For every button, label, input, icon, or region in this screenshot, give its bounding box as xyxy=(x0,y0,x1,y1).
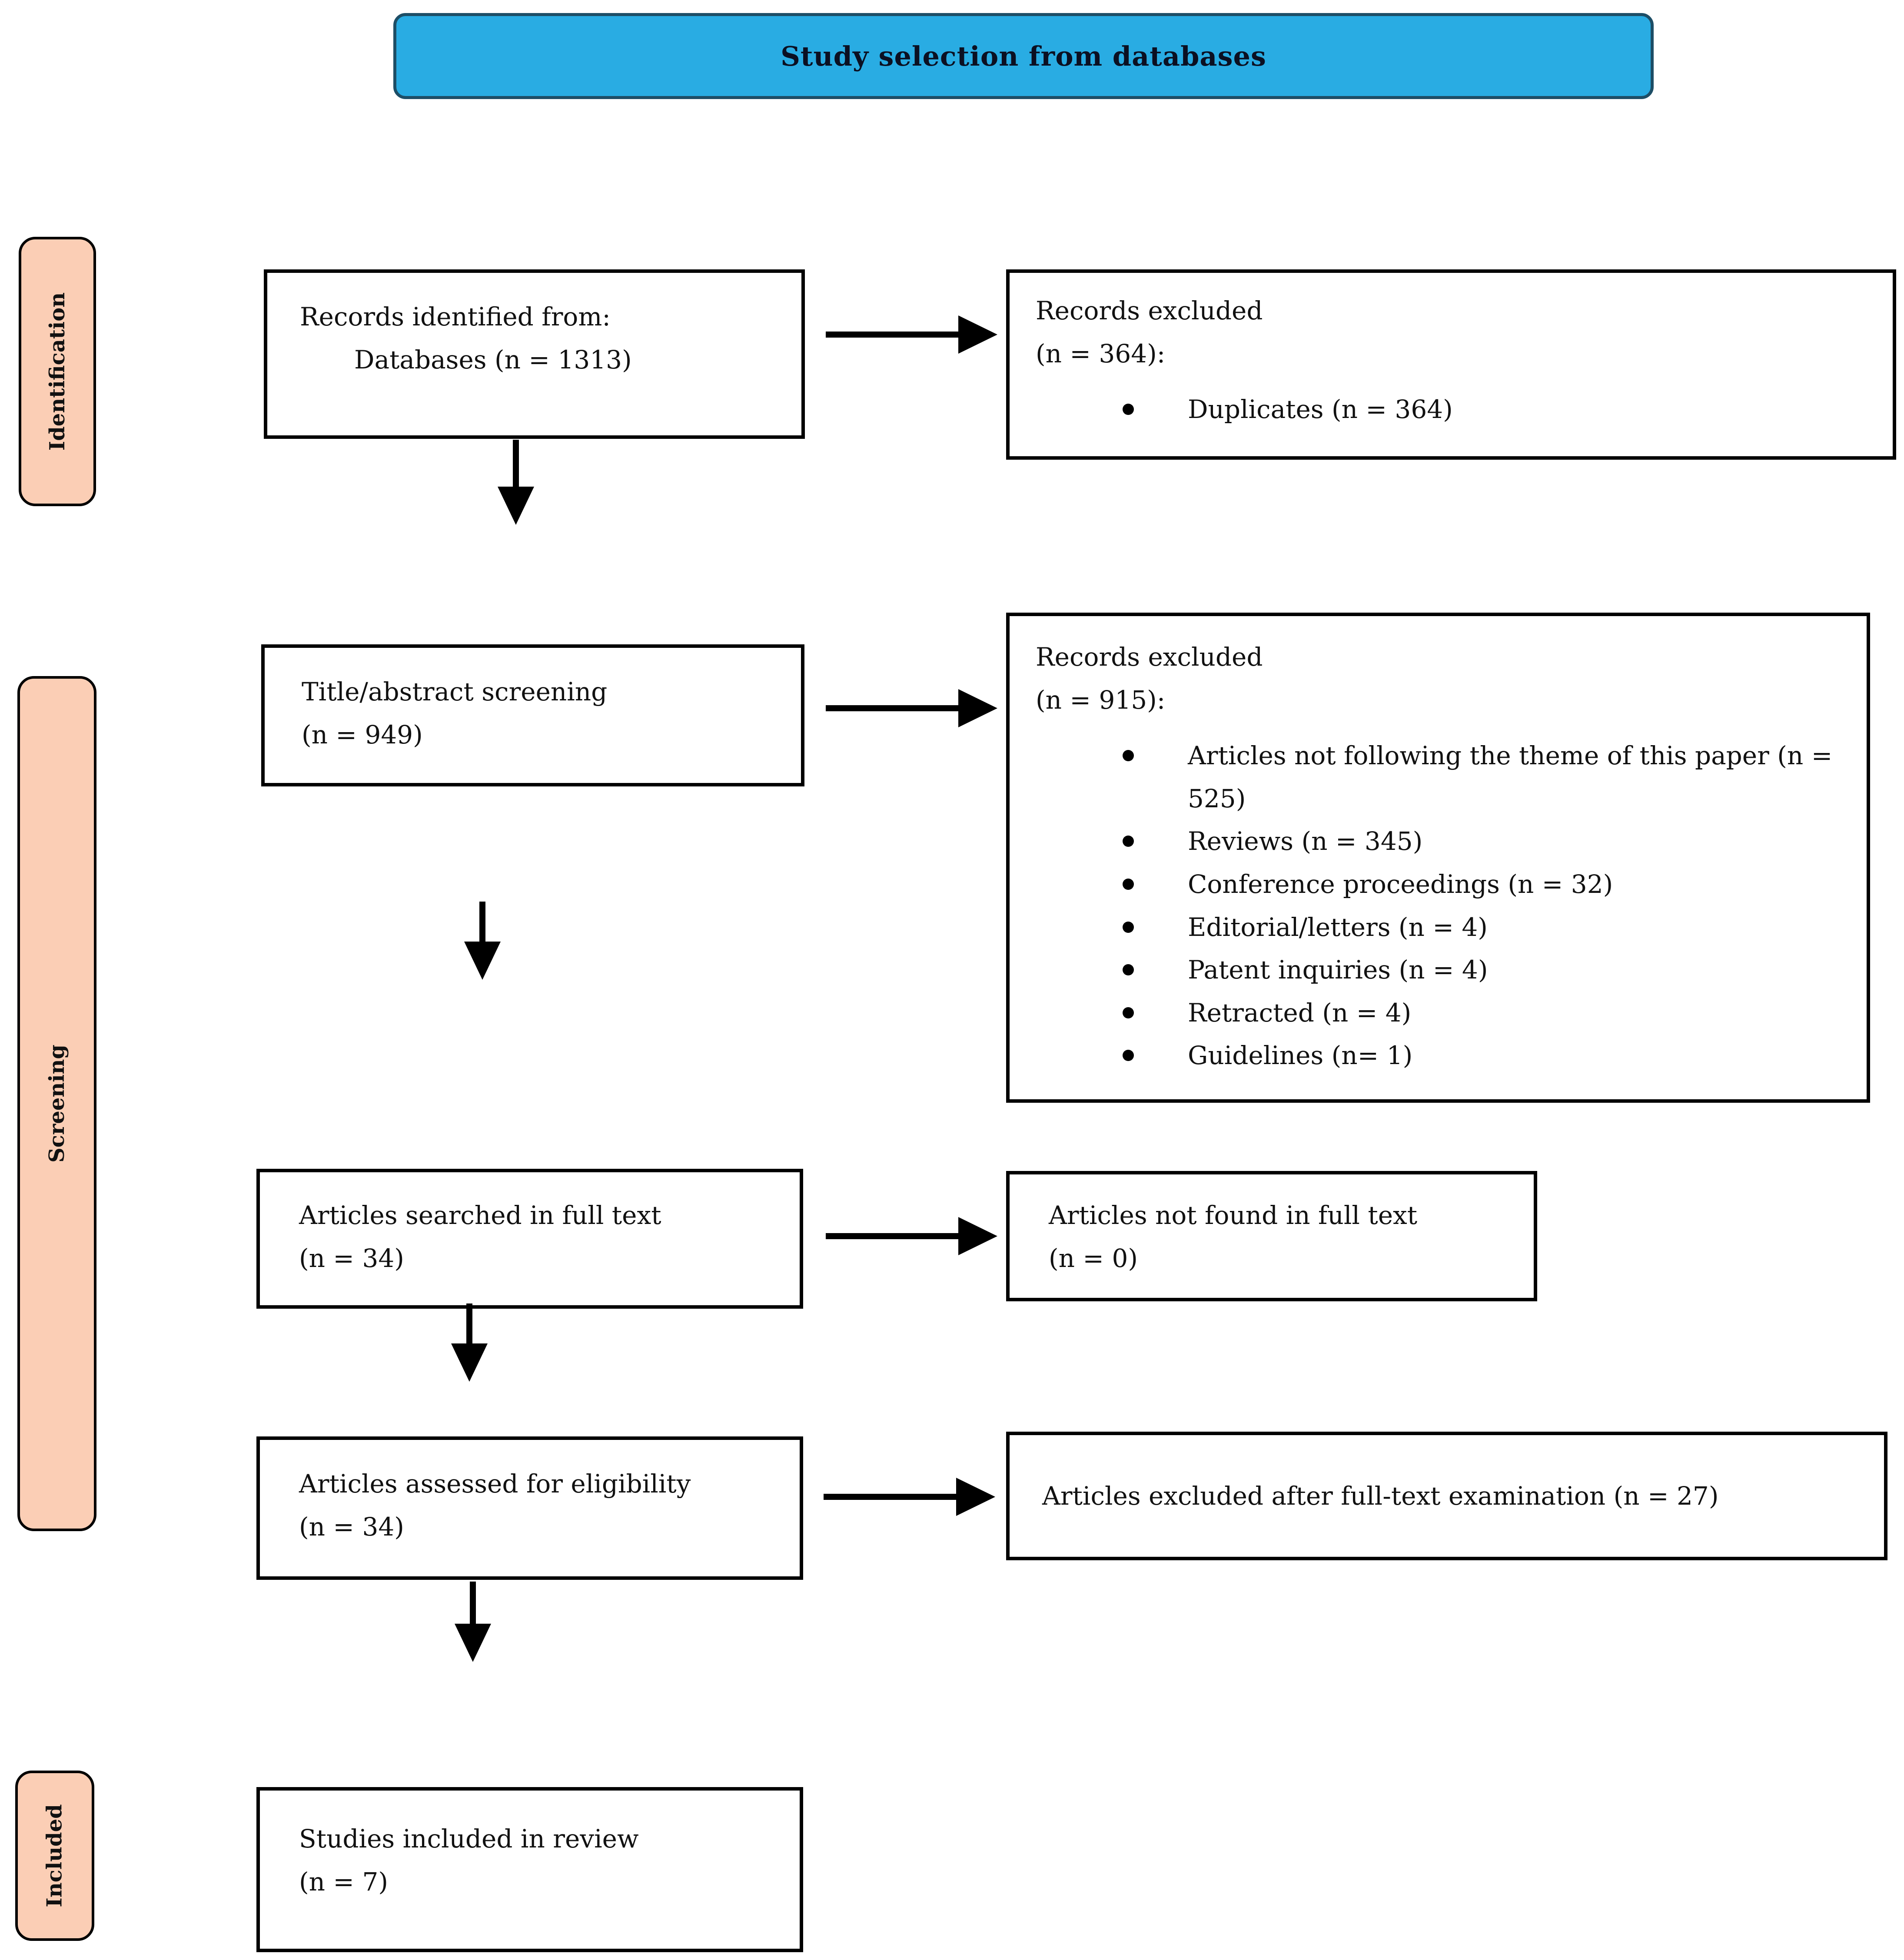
arrow-shaft xyxy=(466,1303,472,1348)
exclusion-reason: Editorial/letters (n = 4) xyxy=(1123,906,1841,949)
arrow-eligibility-down xyxy=(455,1582,491,1662)
stage-identification-label: Identification xyxy=(45,292,70,451)
exclusion-reason: Retracted (n = 4) xyxy=(1123,992,1841,1035)
arrow-shaft xyxy=(470,1582,476,1628)
box-line: Records excluded xyxy=(1036,642,1263,672)
box-title-abstract-screening: Title/abstract screening (n = 949) xyxy=(261,644,804,786)
arrow-head-icon xyxy=(958,1217,997,1255)
arrow-shaft xyxy=(513,440,519,491)
stage-included: Included xyxy=(15,1771,94,1941)
exclusion-reason: Reviews (n = 345) xyxy=(1123,820,1841,863)
box-line: Articles assessed for eligibility xyxy=(299,1469,691,1499)
exclusion-reason: Articles not following the theme of this… xyxy=(1123,734,1841,820)
stage-identification: Identification xyxy=(19,237,96,506)
box-line: Records excluded xyxy=(1036,296,1263,325)
arrow-head-icon xyxy=(956,1478,995,1516)
arrow-screening-down xyxy=(464,902,501,980)
box-articles-assessed-eligibility: Articles assessed for eligibility (n = 3… xyxy=(256,1436,803,1580)
stage-included-label: Included xyxy=(43,1804,67,1907)
arrow-shaft xyxy=(824,1494,960,1500)
box-records-identified: Records identified from: Databases (n = … xyxy=(264,269,805,439)
diagram-title: Study selection from databases xyxy=(781,40,1266,72)
arrow-head-icon xyxy=(455,1624,491,1662)
box-articles-not-found: Articles not found in full text (n = 0) xyxy=(1006,1171,1537,1301)
arrow-shaft xyxy=(826,705,963,711)
box-records-excluded-screening: Records excluded (n = 915): Articles not… xyxy=(1006,613,1870,1103)
exclusion-reason: Guidelines (n= 1) xyxy=(1123,1034,1841,1077)
diagram-title-banner: Study selection from databases xyxy=(393,13,1654,99)
arrow-head-icon xyxy=(464,942,501,980)
arrow-shaft xyxy=(479,902,485,946)
box-line: (n = 364): xyxy=(1036,338,1166,368)
box-line: Studies included in review xyxy=(299,1824,639,1854)
box-line: (n = 34) xyxy=(299,1243,404,1273)
exclusion-reason-list: Articles not following the theme of this… xyxy=(1036,734,1841,1077)
arrow-searched-down xyxy=(451,1303,488,1382)
box-line: Articles searched in full text xyxy=(299,1201,661,1230)
stage-screening: Screening xyxy=(17,676,96,1531)
arrow-head-icon xyxy=(498,487,534,525)
exclusion-reason-list: Duplicates (n = 364) xyxy=(1036,388,1867,431)
box-line: Records identified from: xyxy=(300,302,611,332)
box-line: (n = 915): xyxy=(1036,685,1166,715)
arrow-head-icon xyxy=(451,1343,488,1382)
exclusion-reason: Duplicates (n = 364) xyxy=(1123,388,1867,431)
arrow-identified-down xyxy=(498,440,534,525)
box-line: Title/abstract screening xyxy=(302,677,608,706)
box-studies-included: Studies included in review (n = 7) xyxy=(256,1787,803,1952)
box-line: (n = 0) xyxy=(1049,1243,1138,1273)
arrow-eligibility-to-excluded xyxy=(824,1478,995,1516)
arrow-searched-to-notfound xyxy=(826,1217,997,1255)
arrow-screening-to-excluded xyxy=(826,689,997,727)
box-line: (n = 7) xyxy=(299,1867,388,1897)
stage-screening-label: Screening xyxy=(45,1045,70,1163)
exclusion-reason: Conference proceedings (n = 32) xyxy=(1123,863,1841,906)
box-line: (n = 34) xyxy=(299,1512,404,1542)
box-records-excluded-duplicates: Records excluded (n = 364): Duplicates (… xyxy=(1006,269,1896,460)
box-line: Articles not found in full text xyxy=(1049,1201,1418,1230)
box-articles-excluded-fulltext: Articles excluded after full-text examin… xyxy=(1006,1432,1887,1560)
arrow-shaft xyxy=(826,1233,963,1239)
arrow-shaft xyxy=(826,332,963,338)
exclusion-reason: Patent inquiries (n = 4) xyxy=(1123,948,1841,992)
arrow-identified-to-excluded xyxy=(826,315,997,354)
box-articles-searched-full-text: Articles searched in full text (n = 34) xyxy=(256,1169,803,1309)
arrow-head-icon xyxy=(958,315,997,354)
box-line: Articles excluded after full-text examin… xyxy=(1042,1481,1719,1511)
box-line: Databases (n = 1313) xyxy=(354,345,632,375)
box-line: (n = 949) xyxy=(302,720,423,750)
arrow-head-icon xyxy=(958,689,997,727)
